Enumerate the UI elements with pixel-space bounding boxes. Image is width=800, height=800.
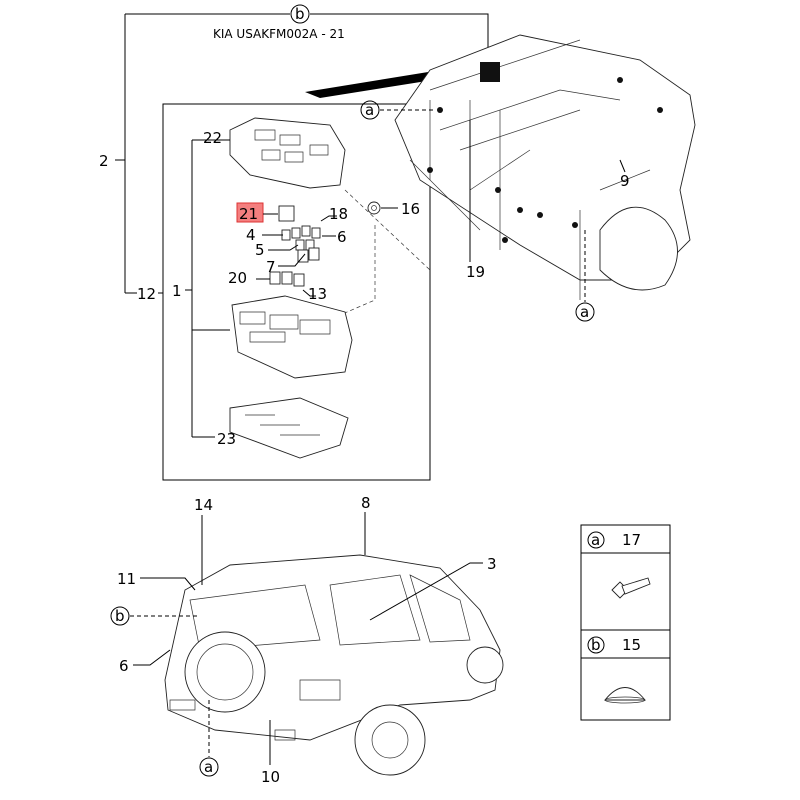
callout-8: 8 [361, 494, 371, 512]
callout-6-bottom: 6 [119, 657, 129, 675]
callout-21: 21 [239, 205, 258, 223]
callout-11: 11 [117, 570, 136, 588]
ref-circle-b-rear: b [110, 606, 130, 626]
svg-text:b: b [295, 5, 305, 23]
grommet-15-icon [604, 687, 646, 704]
callout-22: 22 [203, 129, 222, 147]
callout-16: 16 [401, 200, 420, 218]
callout-9: 9 [620, 172, 630, 190]
callout-4: 4 [246, 226, 256, 244]
callout-3: 3 [487, 555, 497, 573]
callout-2: 2 [99, 152, 109, 170]
callout-1: 1 [172, 282, 182, 300]
engine-bay-illustration [305, 34, 696, 300]
svg-text:b: b [115, 607, 125, 625]
ref-circle-b-top: b [290, 4, 310, 24]
callout-5: 5 [255, 241, 265, 259]
ref-circle-a-engine-lower: a [575, 302, 595, 322]
fuse-box-tray [229, 397, 349, 459]
svg-text:a: a [365, 101, 374, 119]
legend-ref-a: a [591, 531, 600, 549]
fastener-legend: a 17 b 15 [580, 524, 671, 721]
callout-6-top: 6 [337, 228, 347, 246]
legend-part-15: 15 [622, 636, 641, 654]
diagram-title: KIA USAKFM002A - 21 [213, 27, 345, 41]
legend-ref-b: b [591, 636, 601, 654]
callout-21-highlight [236, 202, 264, 223]
nut-16 [367, 201, 381, 215]
svg-text:a: a [580, 303, 589, 321]
callout-13: 13 [308, 285, 327, 303]
callout-18: 18 [329, 205, 348, 223]
callout-19: 19 [466, 263, 485, 281]
callout-20: 20 [228, 269, 247, 287]
fuse-box-body [231, 295, 353, 379]
callout-7: 7 [266, 258, 276, 276]
leader-lines [115, 13, 489, 438]
fuse-box-frame [162, 103, 431, 481]
svg-text:a: a [204, 758, 213, 776]
callout-14: 14 [194, 496, 213, 514]
ref-circle-a-engine: a [360, 100, 380, 120]
legend-part-17: 17 [622, 531, 641, 549]
callout-12: 12 [137, 285, 156, 303]
relay-21 [278, 205, 295, 222]
vehicle-rear-illustration [164, 554, 504, 776]
bolt-17-icon [611, 577, 651, 599]
fuse-box-cover [229, 117, 346, 189]
callout-23: 23 [217, 430, 236, 448]
ref-circle-a-rear: a [199, 757, 219, 777]
callout-10: 10 [261, 768, 280, 786]
